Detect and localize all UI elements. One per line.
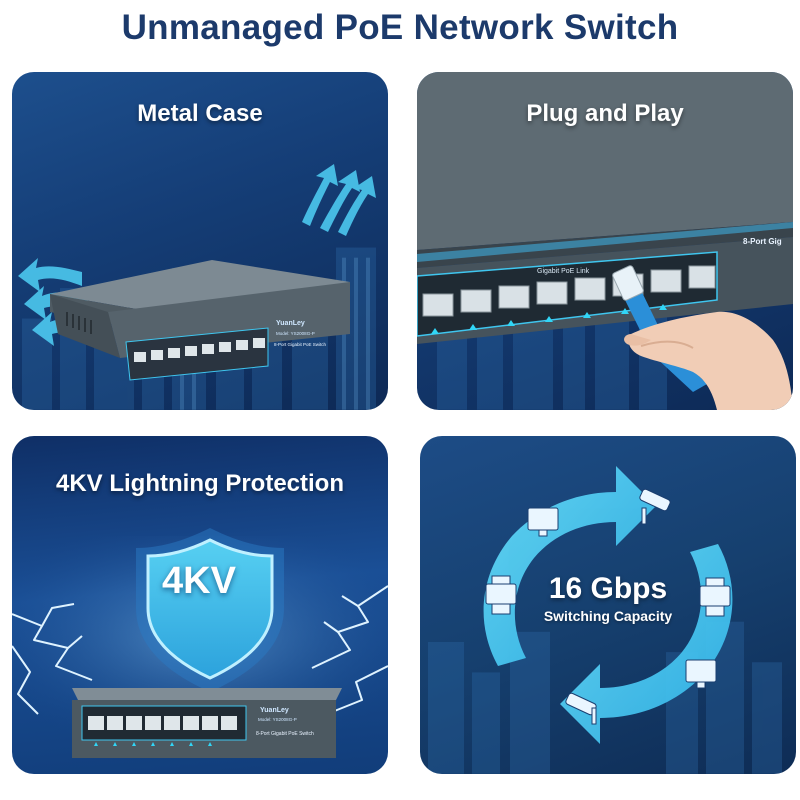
lightning-protection-illustration: YuanLey Model: YS2008G-P 8-Port Gigabit … <box>12 528 388 758</box>
lightning-protection-title: 4KV Lightning Protection <box>56 470 344 497</box>
city-skyline-background <box>428 621 782 774</box>
brand-label: YuanLey <box>260 707 289 714</box>
switch-device: YuanLey Model: YS2008G-P 8-Port Gigabit … <box>72 688 342 758</box>
switching-speed-caption: Switching Capacity <box>543 608 673 624</box>
switching-capacity-illustration <box>483 466 733 744</box>
link-label: Gigabit PoE Link <box>537 268 590 275</box>
metal-case-title: Metal Case <box>137 100 263 127</box>
metal-case-panel: Metal Case <box>12 72 388 410</box>
brand-label: YuanLey <box>276 320 305 327</box>
switching-speed-value: 16 Gbps <box>548 572 668 605</box>
cycle-arrow-icon <box>483 466 733 744</box>
port-led-indicators <box>431 304 667 334</box>
plug-and-play-panel: Gigabit PoE Link 8-Port Gig Plug and Pla… <box>417 72 793 410</box>
shield-badge-text: 4KV <box>162 560 236 602</box>
lightning-protection-panel: YuanLey Model: YS2008G-P 8-Port Gigabit … <box>12 436 388 774</box>
ports-label: 8-Port Gigabit PoE Switch <box>256 731 314 737</box>
hand-icon <box>624 311 793 410</box>
metal-case-illustration: YuanLey Model: YS2008G-P 8-Port Gigabit … <box>18 164 376 381</box>
shield-icon <box>136 528 284 692</box>
switching-capacity-panel <box>420 436 796 774</box>
cctv-camera-icon <box>565 488 671 725</box>
switch-device: YuanLey Model: YS2008G-P 8-Port Gigabit … <box>50 260 350 381</box>
airflow-arrow-icon <box>302 164 376 236</box>
model-label: Model: YS2008G-P <box>276 331 315 336</box>
printer-icon <box>485 575 731 617</box>
model-label: Model: YS2008G-P <box>258 717 297 722</box>
lightning-icon <box>12 585 388 715</box>
monitor-icon <box>527 507 717 689</box>
plug-and-play-illustration: Gigabit PoE Link 8-Port Gig <box>417 72 793 410</box>
plug-and-play-title: Plug and Play <box>526 100 684 127</box>
ports-label-short: 8-Port Gig <box>743 237 782 246</box>
ports-label: 8-Port Gigabit PoE Switch <box>274 342 327 347</box>
page-title: Unmanaged PoE Network Switch <box>121 8 679 47</box>
